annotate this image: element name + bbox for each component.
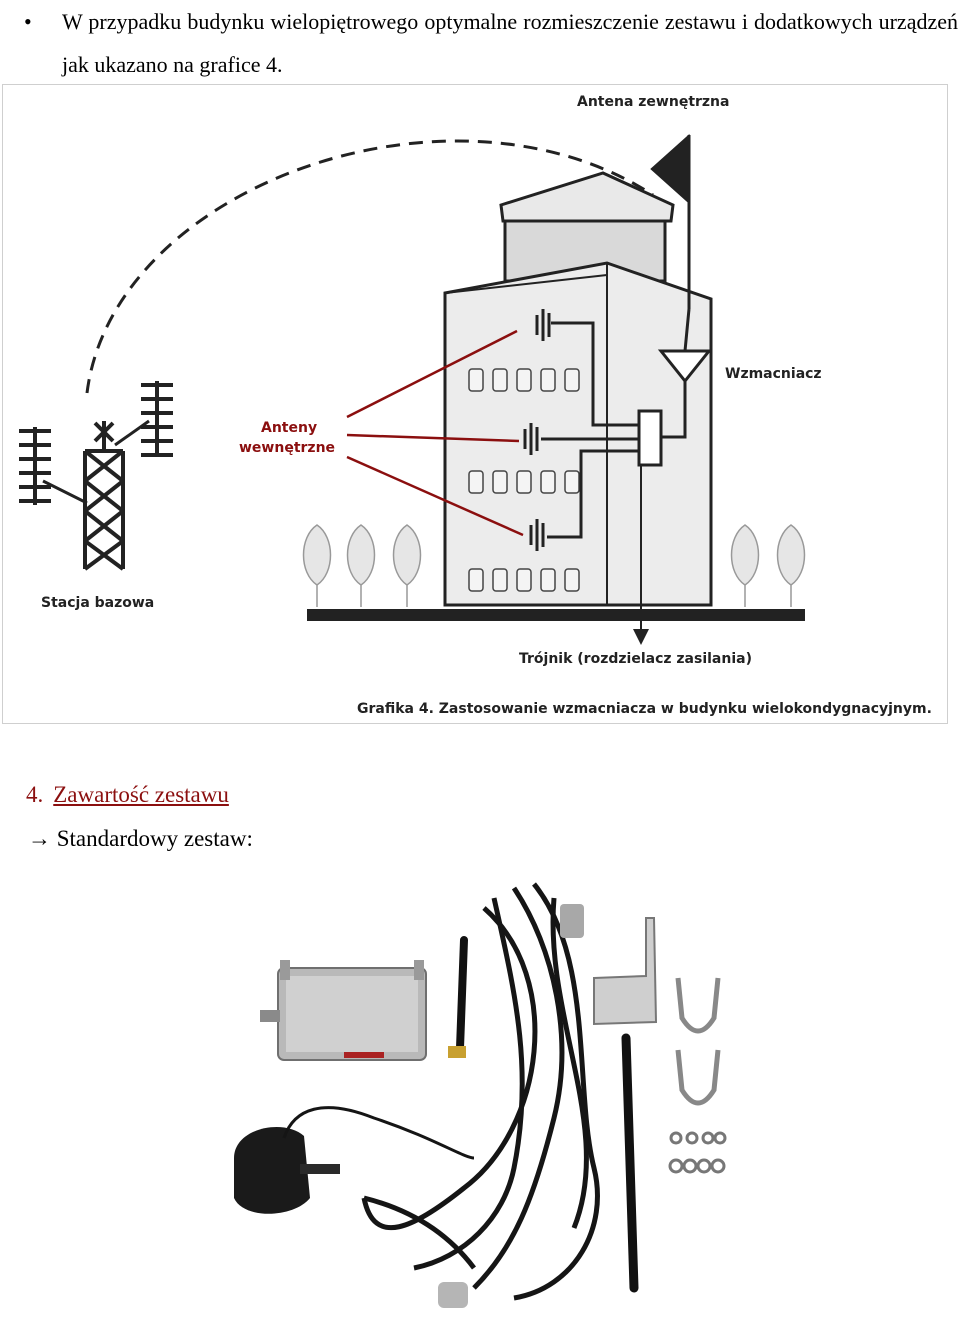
figure-4: Antena zewnętrzna Wzmacniacz Anteny wewn…	[2, 84, 948, 724]
building-icon	[443, 171, 713, 607]
internal-antennas-icon	[523, 309, 639, 551]
coax-connector-top	[560, 904, 584, 938]
paragraph-text: W przypadku budynku wielopiętrowego opty…	[62, 9, 958, 77]
label-splitter: Trójnik (rozdzielacz zasilania)	[519, 651, 752, 667]
figure-caption: Grafika 4. Zastosowanie wzmacniacza w bu…	[357, 701, 932, 717]
signal-arc	[85, 139, 654, 394]
coax-cable-image	[361, 882, 600, 1301]
arrow-icon: →	[28, 826, 51, 851]
arrow-down-icon	[633, 629, 649, 645]
label-base-station: Stacja bazowa	[41, 595, 154, 611]
section-number: 4.	[26, 782, 44, 807]
amplifier-box-image	[260, 960, 427, 1061]
splitter-box	[637, 409, 663, 467]
mount-bracket-image	[593, 917, 658, 1026]
base-station-icon	[19, 381, 173, 571]
standard-set-label: Standardowy zestaw:	[56, 826, 253, 851]
bullet-marker: •	[24, 9, 32, 34]
label-internal-antennas-1: Anteny	[261, 420, 317, 436]
callout-lines	[346, 329, 524, 537]
ground	[307, 609, 805, 621]
kit-photo	[214, 868, 734, 1322]
section-heading: 4. Zawartość zestawu	[26, 782, 229, 808]
label-external-antenna: Antena zewnętrzna	[577, 94, 729, 110]
coax-connector-bottom	[438, 1282, 468, 1308]
nuts-washers-image	[668, 1131, 727, 1174]
phone-icons	[468, 368, 580, 592]
label-amplifier: Wzmacniacz	[725, 366, 822, 382]
label-internal-antennas-2: wewnętrzne	[239, 440, 335, 456]
section-title: Zawartość zestawu	[53, 782, 229, 807]
u-bolts-image	[675, 977, 721, 1106]
external-antenna-icon	[650, 133, 691, 309]
standard-set-line: → Standardowy zestaw:	[28, 826, 253, 852]
power-adapter-image	[234, 1106, 475, 1214]
outdoor-antenna-image	[621, 1033, 639, 1293]
indoor-antenna-image	[448, 936, 468, 1058]
tree-icons	[302, 524, 806, 607]
